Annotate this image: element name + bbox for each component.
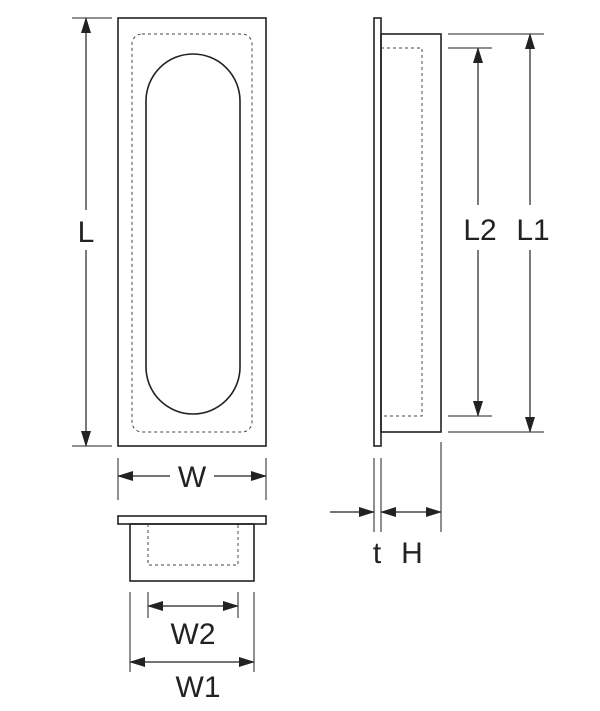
label-L: L bbox=[78, 216, 95, 249]
front-plate-outline bbox=[117, 17, 267, 447]
label-W: W bbox=[178, 461, 207, 494]
dim-L: L bbox=[72, 17, 112, 447]
bottom-view bbox=[117, 515, 267, 582]
bottom-body bbox=[129, 523, 255, 582]
dim-W: W bbox=[117, 458, 267, 500]
dim-W1: W1 bbox=[129, 592, 255, 704]
label-L2: L2 bbox=[463, 214, 496, 247]
dim-W2: W2 bbox=[147, 592, 239, 651]
side-recess-dashed bbox=[381, 47, 423, 417]
side-body bbox=[380, 33, 442, 433]
dim-L2: L2 bbox=[448, 47, 497, 417]
label-W2: W2 bbox=[171, 618, 216, 651]
label-t: t bbox=[373, 537, 382, 570]
side-view bbox=[373, 17, 442, 447]
label-L1: L1 bbox=[516, 214, 549, 247]
label-H: H bbox=[401, 537, 423, 570]
dim-t-H: t H bbox=[330, 442, 442, 570]
bottom-flange bbox=[117, 515, 267, 525]
bottom-recess-dashed bbox=[147, 524, 239, 566]
side-flange bbox=[373, 17, 382, 447]
label-W1: W1 bbox=[176, 671, 221, 704]
front-grip-slot bbox=[145, 53, 241, 415]
dim-L1: L1 bbox=[448, 33, 550, 433]
front-view bbox=[117, 17, 267, 447]
front-recess-dashed bbox=[131, 33, 253, 433]
